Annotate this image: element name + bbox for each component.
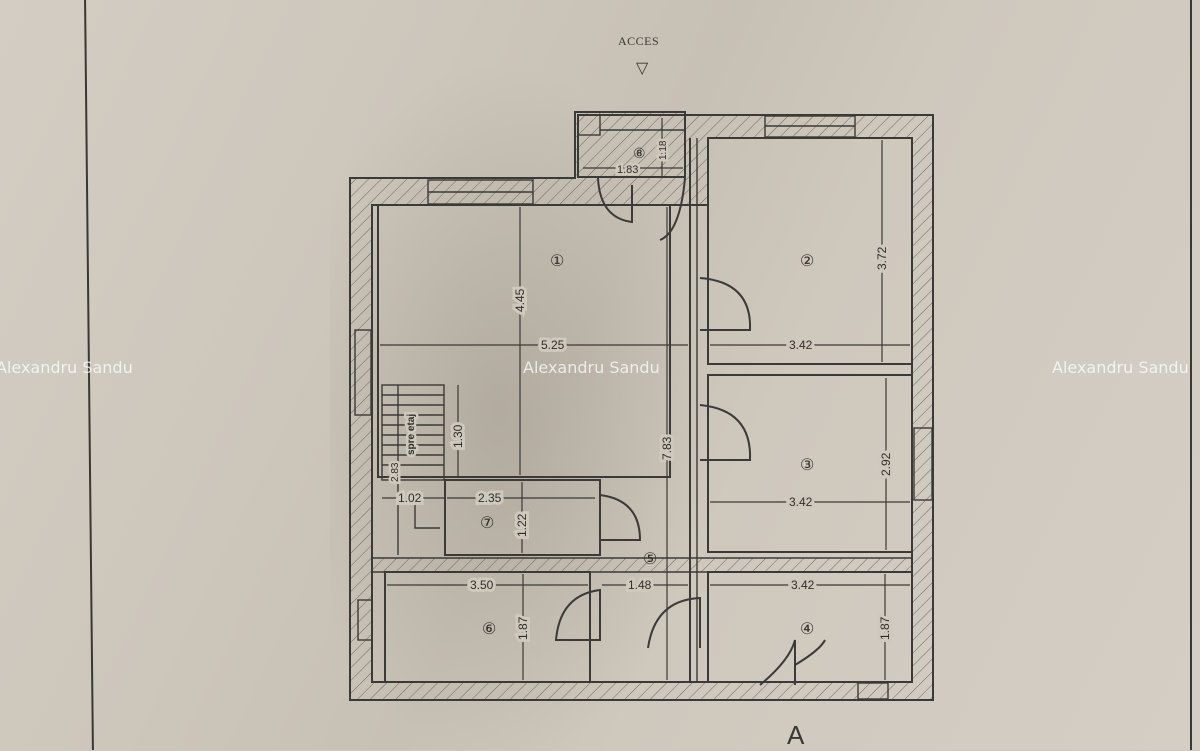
dim-room8-width: 1.83 <box>617 164 638 176</box>
watermark-center: Alexandru Sandu <box>523 358 660 377</box>
dim-stair-width: 1.02 <box>398 491 422 505</box>
dim-room4-width: 3.42 <box>791 578 815 592</box>
dim-room2-height: 3.72 <box>875 246 889 270</box>
watermark-left: Alexandru Sandu <box>0 358 133 377</box>
section-marker-a: A <box>787 720 805 750</box>
dimension-lines <box>380 118 910 680</box>
entrance-label: ACCES <box>618 34 660 48</box>
doors <box>554 177 826 686</box>
dim-room6-height: 1.87 <box>516 616 530 640</box>
dim-room5-height: 7.83 <box>660 436 674 460</box>
watermark-right: Alexandru Sandu <box>1052 358 1189 377</box>
dim-room3-height: 2.92 <box>879 452 893 476</box>
room-number-2: ② <box>800 253 814 270</box>
dim-room1-width: 5.25 <box>541 338 565 352</box>
rooms <box>377 114 913 683</box>
entrance-arrow-icon: ▽ <box>636 60 649 77</box>
room-number-4: ④ <box>800 621 814 638</box>
dim-room5-width: 1.48 <box>628 578 652 592</box>
sheet-border-right <box>1190 0 1192 750</box>
dim-stair-height: 2.83 <box>390 462 401 482</box>
room-number-3: ③ <box>800 457 814 474</box>
room-3 <box>707 374 913 553</box>
dim-room7-width: 2.35 <box>478 491 502 505</box>
dim-room8-height: 1.18 <box>658 140 669 160</box>
room-number-7: ⑦ <box>480 515 494 532</box>
room-6 <box>384 571 591 683</box>
dim-room7-height: 1.22 <box>515 513 529 537</box>
room-4 <box>707 571 913 683</box>
room-1 <box>377 204 671 478</box>
staircase <box>381 384 445 555</box>
room-8 <box>577 114 686 178</box>
room-number-8: ⑧ <box>633 145 646 161</box>
room-2 <box>707 137 913 365</box>
dim-room1-height: 4.45 <box>513 288 527 312</box>
room-number-5: ⑤ <box>643 551 657 568</box>
dim-room4-height: 1.87 <box>878 616 892 640</box>
stair-label: spre etaj <box>406 414 417 455</box>
dim-stair-gap: 1.30 <box>451 424 465 448</box>
room-number-1: ① <box>550 253 564 270</box>
dim-room2-width: 3.42 <box>789 338 813 352</box>
room-number-6: ⑥ <box>482 621 496 638</box>
dim-room6-width: 3.50 <box>470 578 494 592</box>
exterior-walls <box>349 111 934 701</box>
dim-room3-width: 3.42 <box>789 495 813 509</box>
room-7 <box>444 479 601 556</box>
